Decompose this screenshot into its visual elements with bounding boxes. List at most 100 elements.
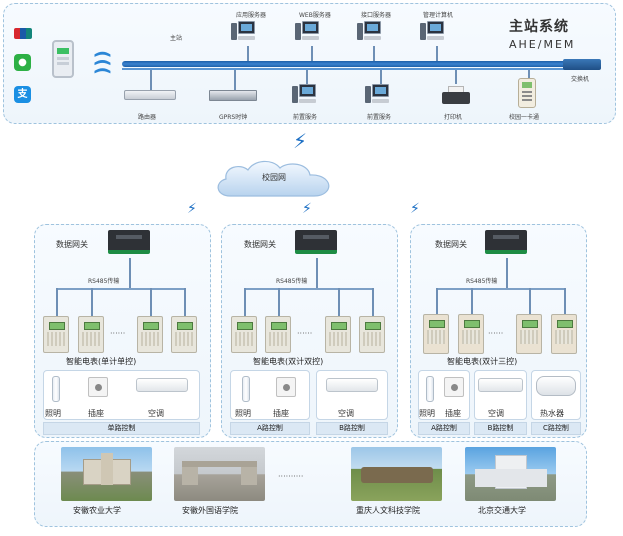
smart-meter-icon [137,316,163,353]
device-label: GPRS时钟 [219,114,248,121]
server-label: 接口服务器 [361,12,392,19]
ellipsis: ······ [488,329,504,338]
device-label: 路由器 [138,114,157,121]
campus-photo-chongqing-humanities [351,447,442,501]
front-server-icon [292,84,316,104]
switch-device [563,59,601,70]
campus-network-cloud-icon [217,160,330,197]
smart-meter-icon [423,314,449,354]
campus-photo-anhui-foreign-language [174,447,265,501]
printer-icon [442,86,470,106]
smart-meter-icon [78,316,104,353]
application-server-icon [231,21,255,41]
link-line [311,46,313,61]
network-backbone [122,61,568,67]
device-label: 插座 [273,409,289,418]
link-line [244,288,246,316]
link-line [278,288,280,316]
bus-line [436,288,564,290]
switch-label: 交换机 [571,76,590,83]
device-label: 照明 [235,409,251,418]
smart-meter-icon [359,316,385,353]
device-label: 插座 [445,409,461,418]
device-label: 空调 [488,409,504,418]
gprs-clock-icon [209,90,257,101]
link-line [436,288,438,316]
socket-icon [444,377,464,397]
page-title: 主站系统 [509,19,569,35]
server-label: WEB服务器 [299,12,331,19]
link-line [150,70,152,90]
data-gateway-icon [485,230,527,254]
bus-label: RS485传输 [276,278,308,285]
link-line [455,70,457,84]
control-label: C路控制 [531,422,581,435]
link-line [129,258,131,288]
fluorescent-lamp-icon [426,376,434,402]
device-label: 打印机 [444,114,463,121]
link-line [372,288,374,316]
smartphone-icon [52,40,74,78]
alipay-icon: 支 [14,86,31,103]
link-line [184,288,186,316]
interface-server-icon [357,21,381,41]
meter-title: 智能电表(单计单控) [66,357,137,366]
gateway-label: 数据网关 [435,240,467,249]
lightning-icon: ⚡ [302,201,312,217]
device-label: 前置服务 [293,114,318,121]
web-server-icon [295,21,319,41]
campus-photo-anhui-agricultural [61,447,152,501]
device-label: 照明 [419,409,435,418]
bus-label: RS485传输 [466,278,498,285]
link-line [56,288,58,316]
socket-icon [88,377,108,397]
link-line [471,288,473,316]
page-subtitle: AHE/MEM [509,38,576,51]
campus-name: 重庆人文科技学院 [356,506,420,515]
link-line [91,288,93,316]
control-label: 单路控制 [43,422,200,435]
link-line [373,46,375,61]
lightning-icon: ⚡ [293,129,308,153]
socket-icon [276,377,296,397]
ellipsis: ······ [297,329,313,338]
link-line [234,70,236,90]
campus-name: 安徽外国语学院 [182,506,238,515]
control-label: A路控制 [230,422,310,435]
smart-meter-icon [325,316,351,353]
link-line [380,70,382,84]
smart-meter-icon [458,314,484,354]
campus-card-terminal-icon [518,78,536,108]
fluorescent-lamp-icon [52,376,60,402]
device-label: 校园一卡通 [509,114,540,121]
management-computer-icon [420,21,444,41]
wireless-signal-icon: ))) [91,50,113,75]
data-gateway-icon [108,230,150,254]
server-label: 应用服务器 [236,12,267,19]
link-line [528,70,530,80]
air-conditioner-icon [478,378,523,392]
device-label: 空调 [148,409,164,418]
meter-title: 智能电表(双计双控) [253,357,324,366]
control-label: A路控制 [418,422,470,435]
data-gateway-icon [295,230,337,254]
control-label: B路控制 [316,422,388,435]
lightning-icon: ⚡ [410,201,420,217]
network-backbone-rail [122,68,568,70]
link-line [150,288,152,316]
smart-meter-icon [43,316,69,353]
link-line [564,288,566,316]
front-server-icon [365,84,389,104]
smart-meter-icon [171,316,197,353]
link-line [338,288,340,316]
gateway-label: 数据网关 [56,240,88,249]
campus-name: 北京交通大学 [478,506,526,515]
meter-title: 智能电表(双计三控) [447,357,518,366]
link-line [316,258,318,288]
ellipsis: ······ [110,329,126,338]
device-label: 热水器 [540,409,564,418]
control-label: B路控制 [474,422,527,435]
unionpay-icon [14,28,32,39]
device-label: 空调 [338,409,354,418]
wechat-icon: ● [14,54,31,71]
